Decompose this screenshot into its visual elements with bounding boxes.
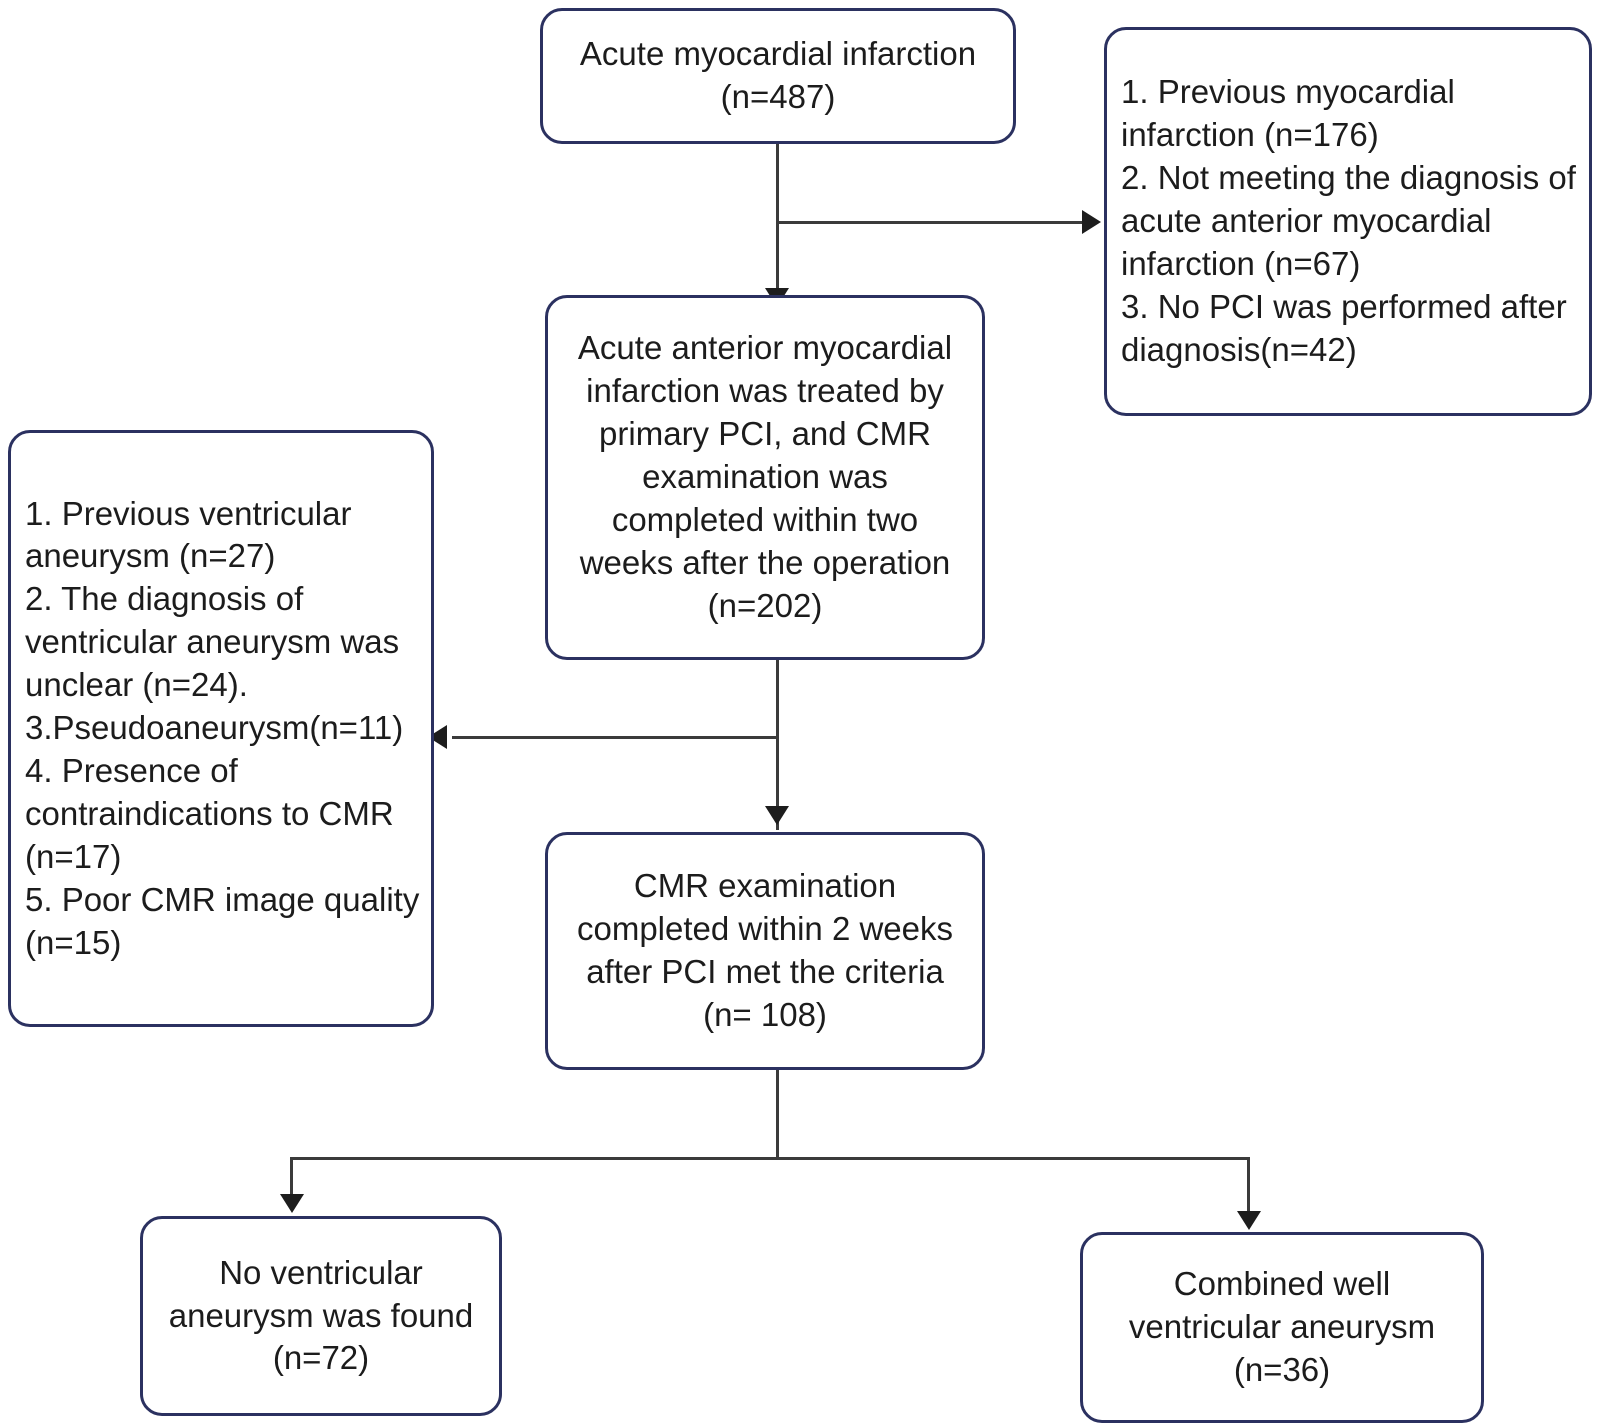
connector-ami-to-exclusion-top (776, 221, 1086, 224)
node-text: Acute anterior myocardial infarction was… (577, 329, 953, 624)
node-exclusion-criteria-top: 1. Previous myocardial infarction (n=176… (1104, 27, 1592, 416)
node-text: CMR examination completed within 2 weeks… (576, 867, 954, 1033)
connector-cmr-stem (776, 1070, 779, 1160)
connector-split-left-drop (290, 1157, 293, 1202)
node-text: 1. Previous ventricular aneurysm (n=27) … (25, 494, 420, 961)
node-no-ventricular-aneurysm: No ventricular aneurysm was found (n=72) (140, 1216, 502, 1416)
arrowhead-right-icon (1082, 210, 1101, 234)
arrowhead-down-icon (1237, 1211, 1261, 1230)
arrowhead-down-icon (765, 806, 789, 825)
node-text: 1. Previous myocardial infarction (n=176… (1121, 73, 1576, 368)
node-text: Combined well ventricular aneurysm (n=36… (1128, 1265, 1436, 1388)
connector-aami-stem (776, 660, 779, 830)
arrowhead-down-icon (280, 1194, 304, 1213)
node-text: Acute myocardial infarction (n=487) (579, 35, 977, 115)
node-acute-anterior-mi-pci-cmr: Acute anterior myocardial infarction was… (545, 295, 985, 660)
connector-ami-stem (776, 144, 779, 320)
connector-split-bar (290, 1157, 1250, 1160)
connector-split-right-drop (1247, 1157, 1250, 1219)
node-combined-well-ventricular-aneurysm: Combined well ventricular aneurysm (n=36… (1080, 1232, 1484, 1423)
node-exclusion-criteria-left: 1. Previous ventricular aneurysm (n=27) … (8, 430, 434, 1027)
node-text: No ventricular aneurysm was found (n=72) (168, 1253, 474, 1377)
connector-aami-to-exclusion-left (452, 736, 778, 739)
node-acute-myocardial-infarction: Acute myocardial infarction (n=487) (540, 8, 1016, 144)
node-cmr-met-criteria: CMR examination completed within 2 weeks… (545, 832, 985, 1070)
